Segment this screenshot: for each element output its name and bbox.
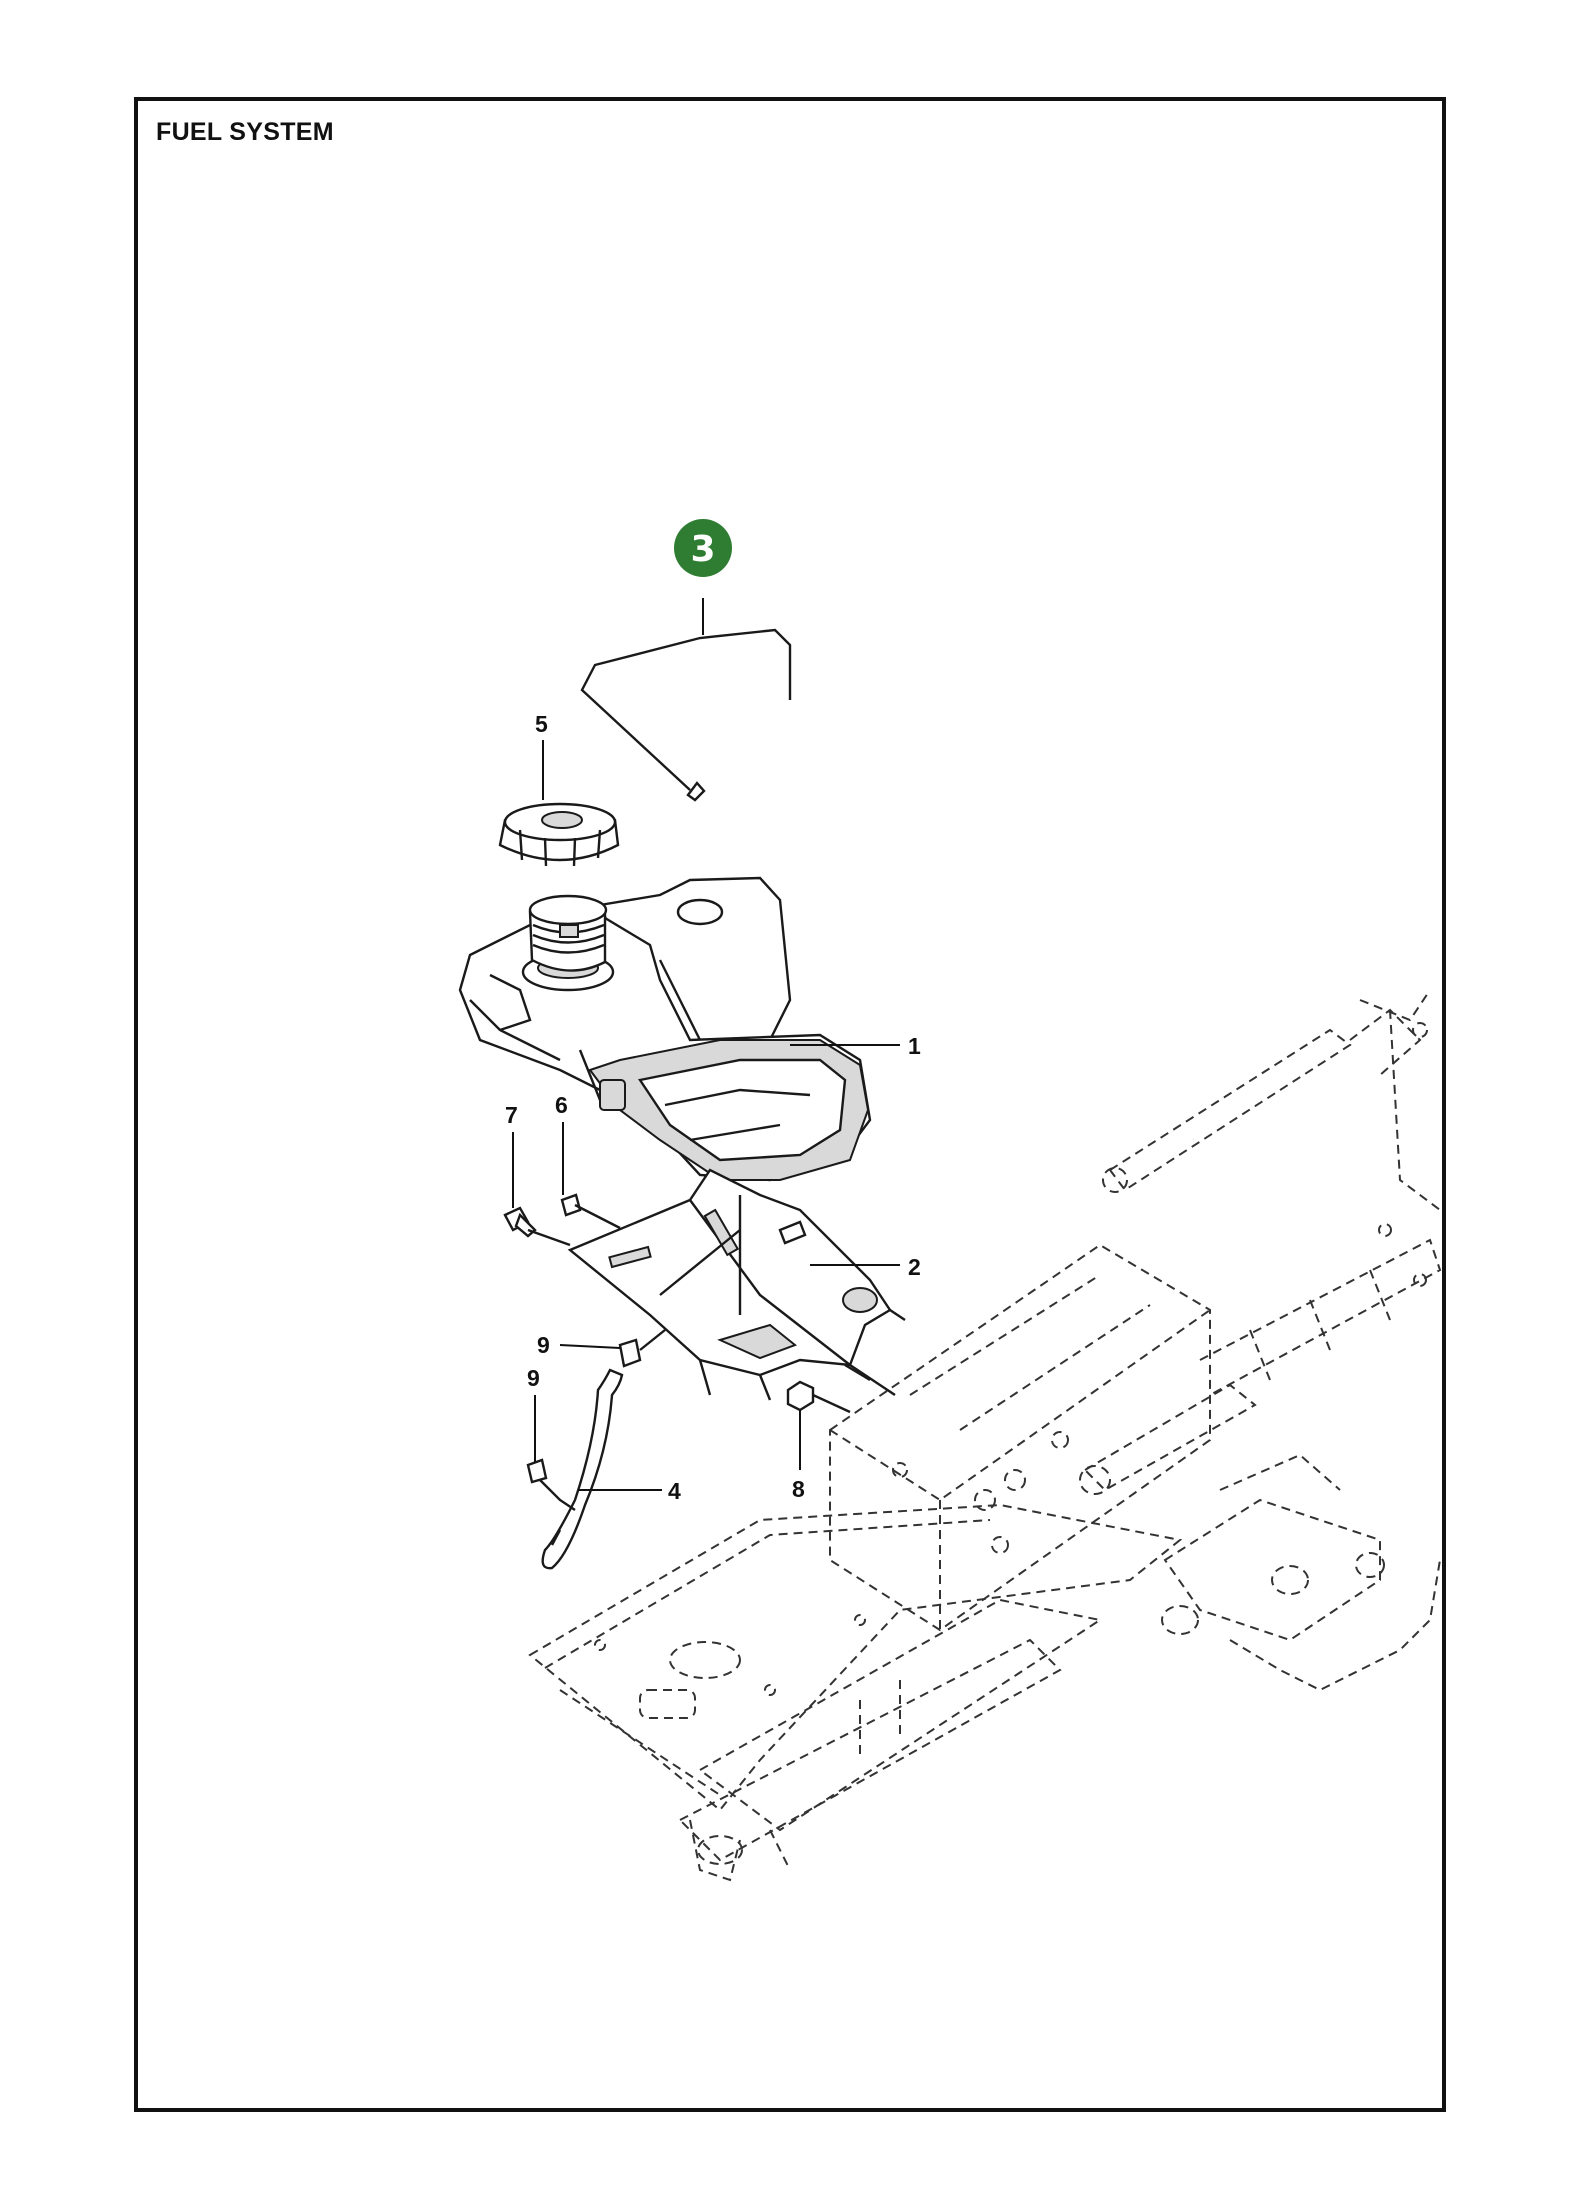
callout-1: 1 <box>908 1033 921 1059</box>
filler-neck <box>528 894 608 972</box>
screw-6 <box>560 1122 621 1230</box>
callout-2: 2 <box>908 1254 921 1280</box>
callout-5: 5 <box>535 711 548 737</box>
nut-8 <box>786 1380 851 1470</box>
callout-9-upper: 9 <box>537 1332 550 1358</box>
diagram-frame <box>134 97 1446 2112</box>
callout-badge-3: 3 <box>674 519 732 577</box>
fuel-cap <box>498 740 620 867</box>
mounting-bracket <box>567 1168 906 1401</box>
fuel-line-wire <box>580 598 792 802</box>
badge-circle <box>674 519 732 577</box>
hose-clamp-upper <box>559 1329 666 1368</box>
fuel-hose <box>541 1368 662 1570</box>
callout-9-lower: 9 <box>527 1365 540 1391</box>
chassis-frame <box>528 989 1442 1882</box>
badge-number: 3 <box>690 529 715 570</box>
page-title: FUEL SYSTEM <box>156 118 334 146</box>
fuel-tank <box>458 876 900 1182</box>
callout-8: 8 <box>792 1476 805 1502</box>
callout-6: 6 <box>555 1092 568 1118</box>
hose-clamp-lower <box>526 1395 576 1511</box>
bolt-7 <box>503 1132 571 1247</box>
callout-4: 4 <box>668 1478 681 1504</box>
callout-7: 7 <box>505 1102 518 1128</box>
